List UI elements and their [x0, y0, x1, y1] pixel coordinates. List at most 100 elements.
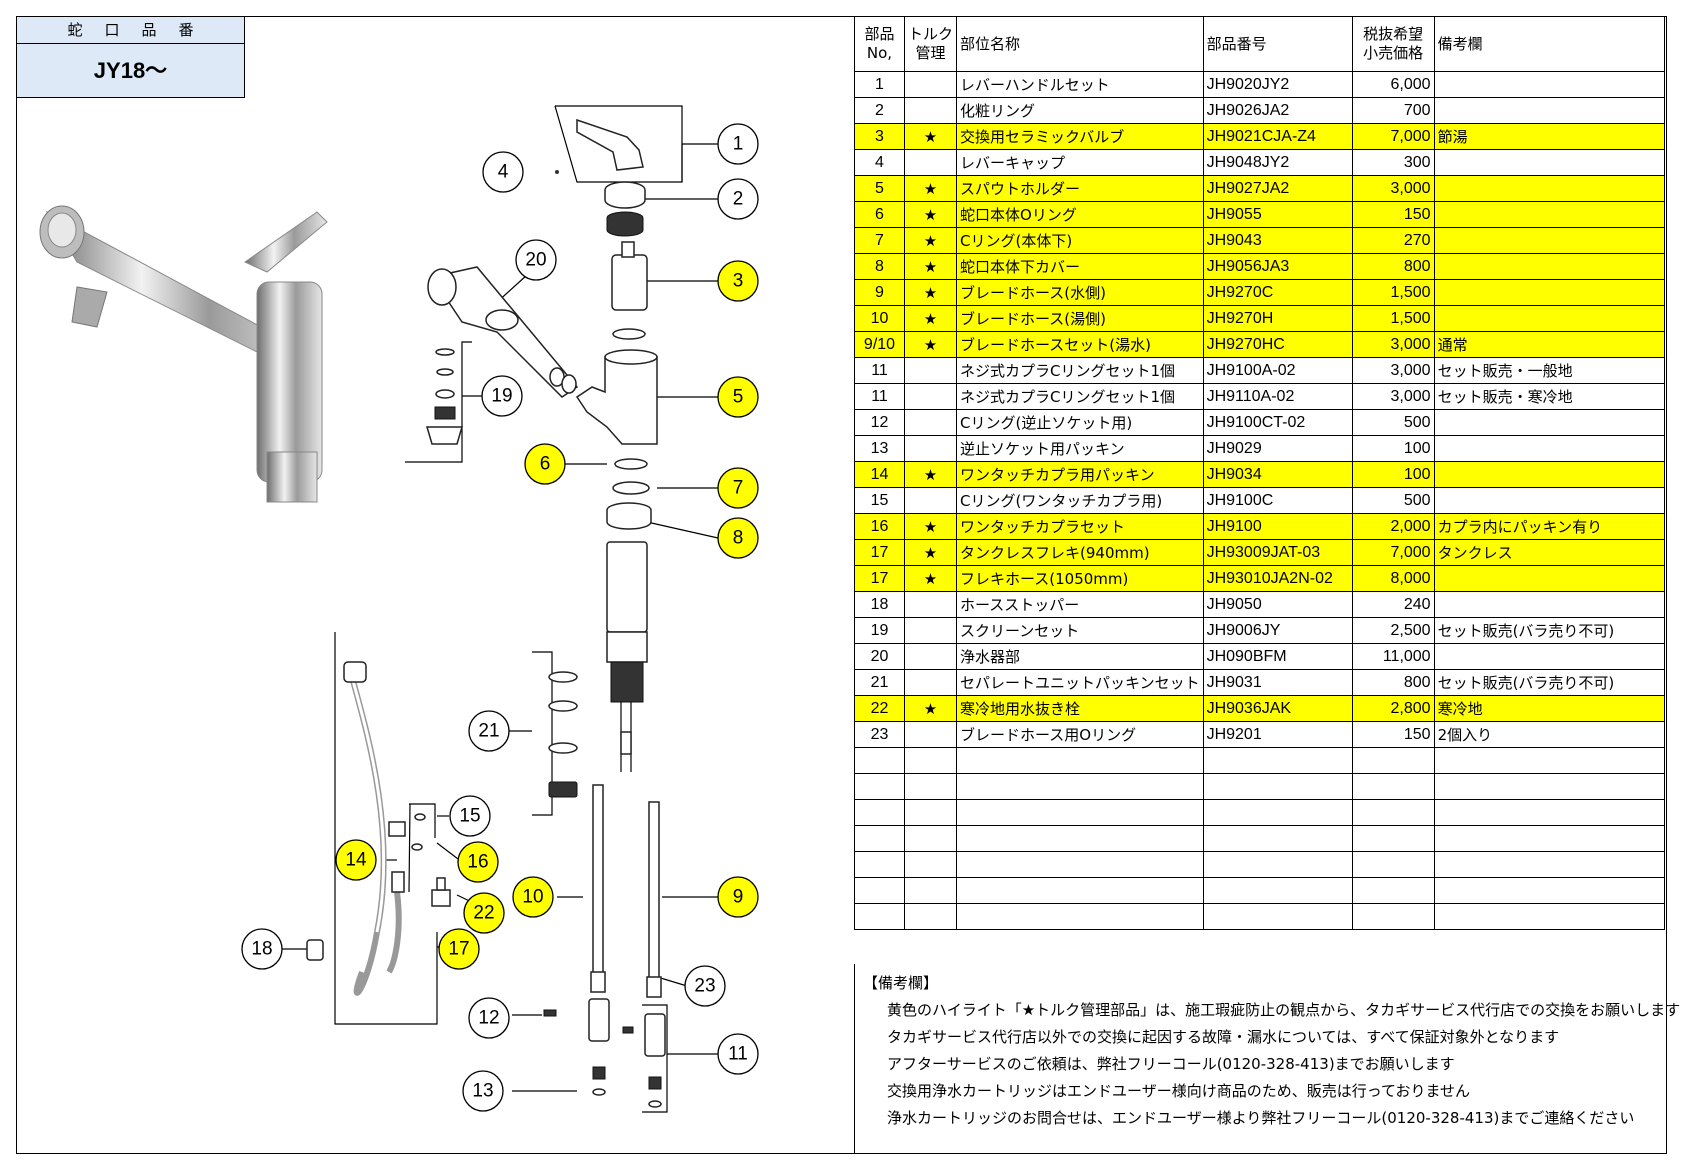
empty-cell — [854, 825, 905, 852]
cell-part-number: JH9021CJA-Z4 — [1202, 123, 1353, 150]
cell-part-number: JH9270C — [1202, 279, 1353, 306]
callout-label: 16 — [467, 852, 488, 873]
cell-part-name: スクリーンセット — [956, 617, 1204, 644]
cell-torque-star — [903, 97, 958, 124]
cell-remarks: カプラ内にパッキン有り — [1433, 513, 1665, 540]
callout-circle — [438, 928, 480, 970]
header-price: 税抜希望小売価格 — [1351, 16, 1435, 72]
table-row-empty — [854, 773, 1665, 800]
cell-torque-star — [903, 435, 958, 462]
cell-part-number: JH9048JY2 — [1202, 149, 1353, 176]
cell-part-name: 蛇口本体下カバー — [956, 253, 1204, 280]
cell-torque-star — [903, 643, 958, 670]
cell-remarks — [1433, 591, 1665, 618]
cell-remarks — [1433, 643, 1665, 670]
empty-cell — [1202, 851, 1353, 878]
cell-remarks — [1433, 227, 1665, 254]
cell-price: 1,500 — [1351, 279, 1435, 306]
empty-cell — [903, 903, 958, 930]
callout-circle — [684, 965, 726, 1007]
empty-cell — [1202, 903, 1353, 930]
callout-label: 8 — [733, 528, 744, 549]
empty-cell — [956, 825, 1204, 852]
empty-cell — [1351, 851, 1435, 878]
cell-torque-star — [903, 721, 958, 748]
cell-no: 15 — [854, 487, 905, 514]
callout-circle — [457, 841, 499, 883]
cell-no: 20 — [854, 643, 905, 670]
header-remarks: 備考欄 — [1433, 16, 1665, 72]
callout-13: 13 — [462, 1070, 504, 1112]
cell-price: 300 — [1351, 149, 1435, 176]
note-line: 黄色のハイライト「★トルク管理部品」は、施工瑕疵防止の観点から、タカギサービス代… — [887, 1001, 1681, 1019]
cell-part-number: JH93009JAT-03 — [1202, 539, 1353, 566]
cell-remarks: セット販売(バラ売り不可) — [1433, 669, 1665, 696]
cell-part-number: JH9029 — [1202, 435, 1353, 462]
cell-remarks — [1433, 435, 1665, 462]
note-line: タカギサービス代行店以外での交換に起因する故障・漏水については、すべて保証対象外… — [887, 1028, 1560, 1046]
cell-torque-star — [903, 71, 958, 98]
cell-no: 22 — [854, 695, 905, 722]
cell-torque-star: ★ — [903, 123, 958, 150]
cell-part-name: 化粧リング — [956, 97, 1204, 124]
cell-part-number: JH9100CT-02 — [1202, 409, 1353, 436]
cell-no: 21 — [854, 669, 905, 696]
callout-10: 10 — [512, 876, 554, 918]
callout-circle — [468, 997, 510, 1039]
cell-remarks: 節湯 — [1433, 123, 1665, 150]
note-line: 交換用浄水カートリッジはエンドユーザー様向け商品のため、販売は行っておりません — [887, 1082, 1471, 1100]
callout-5: 5 — [717, 376, 759, 418]
cell-part-number: JH9050 — [1202, 591, 1353, 618]
callout-23: 23 — [684, 965, 726, 1007]
empty-cell — [903, 747, 958, 774]
callout-label: 2 — [733, 189, 744, 210]
empty-cell — [956, 747, 1204, 774]
callout-circle — [717, 376, 759, 418]
cell-remarks — [1433, 565, 1665, 592]
parts-art — [306, 105, 683, 1108]
page-frame — [16, 16, 1667, 1154]
cell-remarks — [1433, 305, 1665, 332]
empty-cell — [1202, 799, 1353, 826]
empty-cell — [1351, 877, 1435, 904]
empty-cell — [1351, 799, 1435, 826]
cell-no: 19 — [854, 617, 905, 644]
cell-part-number: JH9100 — [1202, 513, 1353, 540]
cell-no: 7 — [854, 227, 905, 254]
callout-label: 20 — [525, 250, 546, 271]
callout-label: 18 — [251, 939, 272, 960]
empty-cell — [1433, 903, 1665, 930]
empty-cell — [903, 851, 958, 878]
callout-circle — [335, 839, 377, 881]
cell-part-number: JH9027JA2 — [1202, 175, 1353, 202]
cell-remarks — [1433, 409, 1665, 436]
cell-part-name: Cリング(ワンタッチカプラ用) — [956, 487, 1204, 514]
empty-cell — [854, 877, 905, 904]
cell-remarks — [1433, 279, 1665, 306]
table-row-empty — [854, 825, 1665, 852]
table-row-empty — [854, 747, 1665, 774]
callout-label: 9 — [733, 887, 744, 908]
cell-remarks — [1433, 461, 1665, 488]
empty-cell — [854, 747, 905, 774]
callout-circle — [449, 795, 491, 837]
cell-part-number: JH9031 — [1202, 669, 1353, 696]
cell-price: 700 — [1351, 97, 1435, 124]
cell-part-number: JH9020JY2 — [1202, 71, 1353, 98]
cell-torque-star — [903, 357, 958, 384]
cell-part-name: Cリング(逆止ソケット用) — [956, 409, 1204, 436]
callout-18: 18 — [241, 928, 283, 970]
cell-remarks — [1433, 487, 1665, 514]
cell-part-name: 寒冷地用水抜き栓 — [956, 695, 1204, 722]
